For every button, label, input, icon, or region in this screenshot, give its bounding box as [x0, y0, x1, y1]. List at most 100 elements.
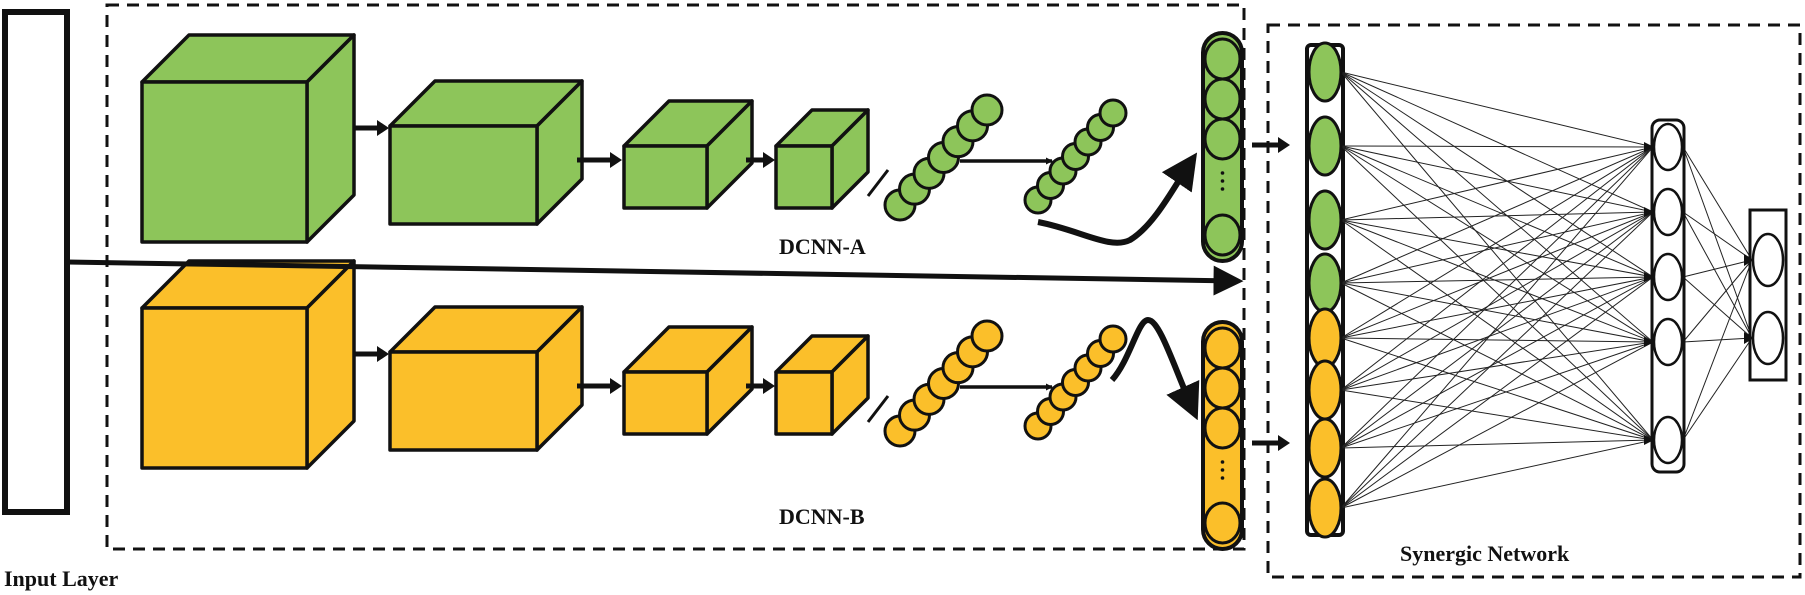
synergic-edge	[1682, 259, 1753, 343]
dcnn-b-branch	[140, 259, 1244, 551]
dcnn-b-conv-block-2-front	[388, 350, 539, 452]
dcnn-a-feature-vector-ellipsis	[1220, 171, 1225, 175]
synergic-edge	[1682, 211, 1753, 261]
dcnn-a-conv-block-2-front	[388, 124, 539, 226]
dcnn-b-arrow-3-head	[763, 378, 775, 394]
synergic-edge	[1340, 341, 1654, 509]
synergic-edge	[1340, 211, 1654, 339]
synergic-input-node	[1307, 359, 1343, 421]
dcnn-a-fc-layer-2-node	[1098, 98, 1128, 128]
synergic-edge	[1340, 276, 1654, 284]
synergic-edge	[1340, 211, 1654, 284]
dcnn-a-fc-layer-1	[883, 93, 1004, 222]
synergic-edge	[1340, 439, 1654, 449]
synergic-edge	[1340, 219, 1654, 343]
input-skip-arrow	[66, 259, 1244, 296]
dcnn-b-feature-vector-unit	[1203, 326, 1242, 370]
synergic-input-node	[1307, 477, 1343, 539]
dcnn-b-fc-layer-2	[1023, 324, 1128, 441]
dcnn-b-conv-block-4	[774, 334, 870, 436]
synergic-edge	[1340, 146, 1654, 221]
synergic-edge	[1340, 219, 1654, 278]
dcnn-a-branch	[140, 31, 1244, 263]
dcnn-a-feature-vector	[1201, 31, 1244, 263]
synergic-edge	[1340, 146, 1654, 339]
synergic-output-arrowhead	[1744, 254, 1754, 266]
dcnn-b-connector	[866, 395, 890, 423]
dcnn-b-arrow-2-head	[610, 378, 622, 394]
dcnn-b-fc-layer-1-node	[970, 319, 1004, 353]
dcnn-a-feature-vector-unit	[1203, 77, 1242, 121]
synergic-edge	[1340, 145, 1654, 213]
synergic-hidden-arrowhead	[1644, 435, 1654, 445]
synergic-edge	[1340, 276, 1654, 391]
synergic-network	[1252, 41, 1788, 539]
synergic-hidden-node	[1652, 317, 1684, 367]
synergic-input-arrow-b-head	[1278, 435, 1290, 451]
dcnn-a-feature-vector-ellipsis	[1220, 187, 1225, 191]
synergic-edge	[1340, 341, 1654, 449]
synergic-edge	[1340, 282, 1654, 343]
synergic-output-node	[1751, 232, 1785, 288]
synergic-hidden-node	[1652, 187, 1684, 237]
dcnn-a-conv-block-4	[774, 108, 870, 210]
dcnn-a-conv-block-2	[388, 79, 584, 226]
dcnn-b-fc-layer-1	[883, 319, 1004, 448]
dcnn-b-feature-vector	[1201, 320, 1244, 551]
synergic-input-node	[1307, 41, 1343, 103]
dcnn-a-output-arrow	[1037, 152, 1198, 246]
synergic-connections	[1340, 71, 1753, 509]
dcnn-a-fc-layer-2	[1023, 98, 1128, 215]
dcnn-b-feature-vector-ellipsis	[1220, 476, 1225, 480]
synergic-edge	[1682, 276, 1753, 339]
dcnn-a-conv-block-1-front	[140, 80, 309, 244]
synergic-edge	[1340, 276, 1654, 509]
synergic-edge	[1340, 146, 1654, 449]
synergic-edge	[1340, 337, 1654, 441]
dcnn-a-conv-block-4-front	[774, 144, 834, 210]
synergic-edge	[1340, 71, 1654, 343]
dcnn-b-output-arrow	[1109, 316, 1200, 421]
synergic-edge	[1340, 145, 1654, 278]
dcnn-a-feature-vector-ellipsis	[1220, 179, 1225, 183]
dcnn-a-label: DCNN-A	[779, 234, 866, 259]
synergic-edge	[1340, 282, 1654, 441]
dcnn-a-arrow-1-head	[377, 120, 389, 136]
synergic-edge	[1340, 276, 1654, 339]
dcnn-region-box	[105, 3, 1246, 551]
synergic-edge	[1340, 71, 1654, 148]
dcnn-a-connector	[866, 169, 890, 197]
synergic-hidden-node	[1652, 252, 1684, 302]
synergic-edge	[1682, 337, 1753, 343]
synergic-input-arrow-a-head	[1278, 137, 1290, 153]
synergic-output-node	[1751, 310, 1785, 366]
synergic-edge	[1682, 146, 1753, 339]
synergic-hidden-node	[1652, 415, 1684, 465]
dcnn-b-feature-vector-unit	[1203, 406, 1242, 450]
synergic-edge	[1340, 276, 1654, 449]
dcnn-b-fc-layer-2-node	[1098, 324, 1128, 354]
synergic-edge	[1340, 145, 1654, 148]
synergic-edge	[1682, 337, 1753, 441]
dcnn-b-conv-block-1-front	[140, 306, 309, 470]
synergic-edge	[1340, 211, 1654, 449]
dcnn-a-feature-vector-unit	[1203, 37, 1242, 81]
dcnn-a-feature-vector-unit	[1203, 117, 1242, 161]
dcnn-b-conv-block-2	[388, 305, 584, 452]
synergic-network-label: Synergic Network	[1400, 541, 1570, 566]
synergic-edge	[1340, 211, 1654, 391]
dcnn-a-arrow-2-head	[610, 152, 622, 168]
synergic-edge	[1340, 71, 1654, 213]
input-layer-label: Input Layer	[4, 566, 119, 591]
dcnn-b-conv-block-4-front	[774, 370, 834, 436]
synergic-edge	[1682, 259, 1753, 441]
synergic-input-node	[1307, 417, 1343, 479]
synergic-input-node	[1307, 189, 1343, 251]
synergic-input-node	[1307, 115, 1343, 177]
dcnn-b-conv-block-3	[622, 325, 754, 436]
synergic-edge	[1340, 146, 1654, 509]
dcnn-b-feature-vector-unit	[1203, 366, 1242, 410]
synergic-edge	[1340, 439, 1654, 509]
synergic-output-arrowhead	[1744, 332, 1754, 344]
dcnn-a-conv-block-3	[622, 99, 754, 210]
